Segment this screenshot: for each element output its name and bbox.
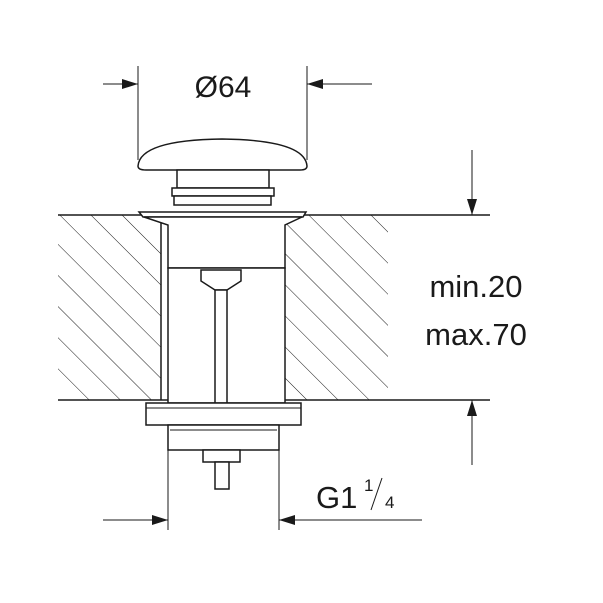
top-flange: [137, 211, 308, 218]
thickness-min-label: min.20: [429, 269, 522, 304]
thread-numerator: 1: [364, 476, 373, 495]
thread-dimension: G1 1 4: [103, 450, 422, 530]
thread-tail: [167, 424, 280, 451]
arrow-down-icon: [467, 199, 477, 215]
lower-nut: [145, 402, 302, 426]
arrow-right-icon: [152, 515, 168, 525]
hatched-right: [284, 215, 388, 400]
arrow-left-icon: [279, 515, 295, 525]
thread-denominator: 4: [385, 493, 394, 512]
arrow-right-icon: [122, 79, 138, 89]
pin-collar: [202, 449, 241, 463]
cap-diameter-dimension: Ø64: [103, 66, 372, 160]
valve-body-upper: [143, 216, 303, 269]
pin: [214, 461, 230, 490]
thickness-dimension: min.20 max.70: [425, 150, 527, 465]
cap-stem: [176, 169, 270, 189]
thread-main-label: G1: [316, 480, 357, 515]
cap-diameter-label: Ø64: [195, 71, 252, 104]
waste-valve: [137, 138, 308, 490]
countertop-section: [58, 214, 490, 401]
arrow-left-icon: [307, 79, 323, 89]
fraction-slash: [370, 477, 383, 511]
hatched-left: [58, 215, 161, 400]
cap-ring: [173, 195, 272, 206]
arrow-up-icon: [467, 400, 477, 416]
pop-up-cap: [137, 138, 308, 171]
cap-collar: [171, 187, 275, 197]
thickness-max-label: max.70: [425, 317, 527, 352]
rod: [214, 289, 228, 404]
